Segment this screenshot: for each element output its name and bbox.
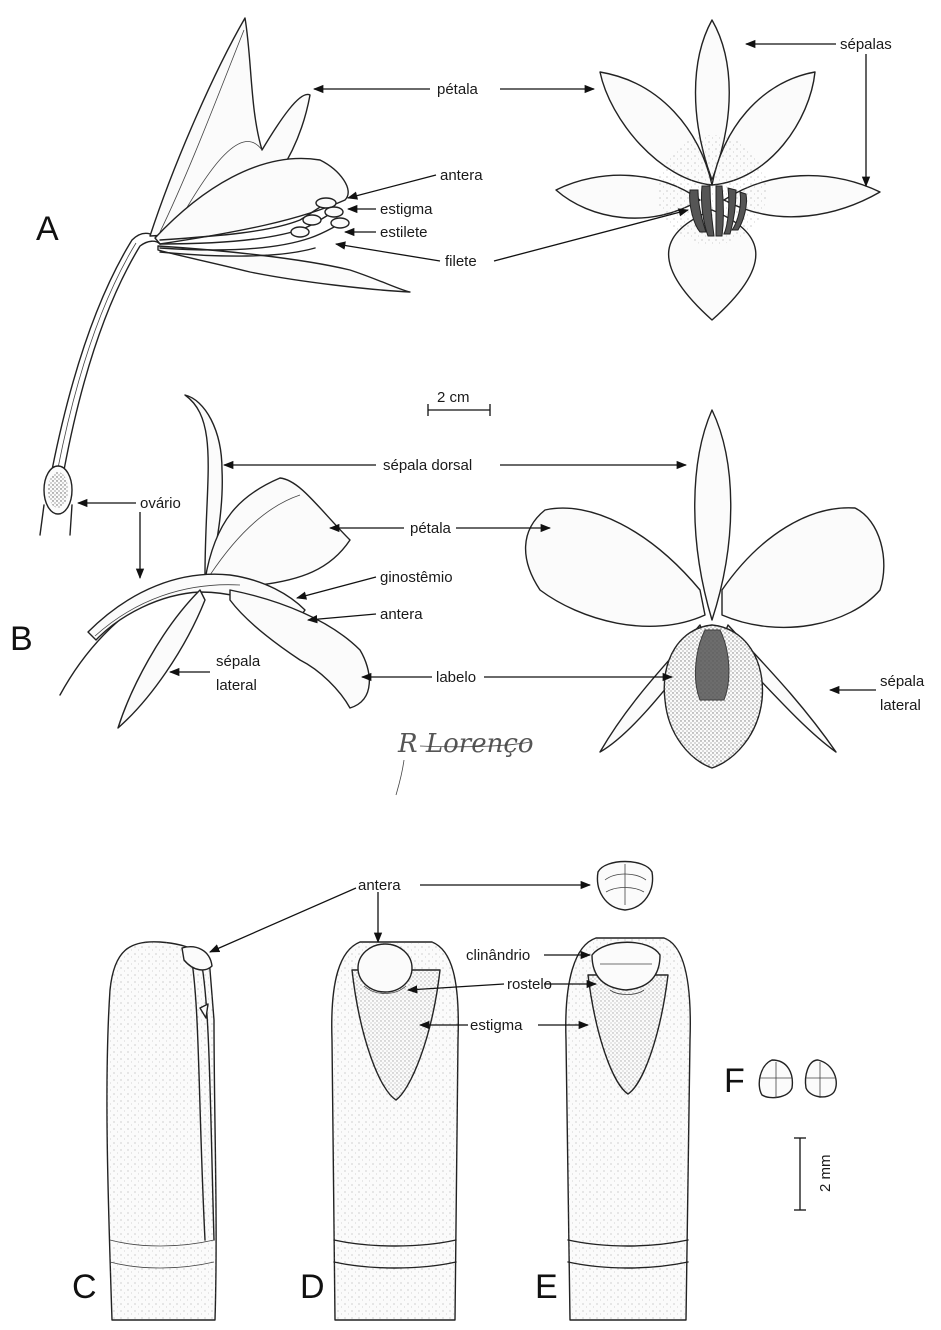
label-estigma-cde: estigma bbox=[470, 1017, 523, 1034]
pollinium-right bbox=[806, 1060, 837, 1098]
label-sepala-lateral-left-1: sépala bbox=[216, 653, 261, 670]
column-d-front-view bbox=[332, 942, 459, 1320]
label-estilete: estilete bbox=[380, 224, 428, 241]
petal-b-front-right bbox=[722, 508, 884, 628]
panel-label-e: E bbox=[535, 1268, 558, 1306]
panel-label-f: F bbox=[724, 1062, 745, 1100]
label-ovario: ovário bbox=[140, 495, 181, 512]
label-antera-b: antera bbox=[380, 606, 423, 623]
label-rostelo: rostelo bbox=[507, 976, 552, 993]
scale-bar-top: 2 cm bbox=[428, 389, 490, 416]
label-sepala-dorsal: sépala dorsal bbox=[383, 457, 472, 474]
label-sepala-lateral-right-2: lateral bbox=[880, 697, 921, 714]
orchid-b-front-view bbox=[526, 410, 884, 768]
anther-d bbox=[358, 944, 412, 992]
orchid-b-side-view bbox=[60, 395, 369, 728]
petal-b-front-left bbox=[526, 508, 705, 626]
label-sepala-lateral-right-1: sépala bbox=[880, 673, 925, 690]
column-c-side-view bbox=[107, 942, 216, 1320]
panel-label-c: C bbox=[72, 1268, 97, 1306]
scale-bar-bottom: 2 mm bbox=[794, 1138, 834, 1210]
panel-label-d: D bbox=[300, 1268, 325, 1306]
panel-label-a: A bbox=[36, 210, 59, 248]
signature-text: R Lorenço bbox=[397, 729, 534, 759]
label-filete: filete bbox=[445, 253, 477, 270]
petal-b-side bbox=[205, 478, 350, 585]
anther-cap-detached bbox=[597, 862, 652, 911]
label-antera-a: antera bbox=[440, 167, 483, 184]
petal-a-lower bbox=[158, 246, 410, 292]
label-petala-a: pétala bbox=[437, 81, 479, 98]
scale-bar-bottom-label: 2 mm bbox=[817, 1155, 834, 1193]
pollinia-f: F bbox=[724, 1060, 836, 1100]
label-antera-cde: antera bbox=[358, 877, 401, 894]
pollinium-left bbox=[759, 1060, 792, 1098]
label-ginostemio: ginostêmio bbox=[380, 569, 453, 586]
column-e-front-view bbox=[566, 862, 691, 1321]
label-sepala-lateral-left-2: lateral bbox=[216, 677, 257, 694]
label-sepalas: sépalas bbox=[840, 36, 892, 53]
panel-label-b: B bbox=[10, 620, 33, 658]
scale-bar-top-label: 2 cm bbox=[437, 389, 470, 406]
flower-a-front-view bbox=[556, 20, 880, 320]
label-clinandrio: clinândrio bbox=[466, 947, 530, 964]
label-labelo: labelo bbox=[436, 669, 476, 686]
label-petala-b: pétala bbox=[410, 520, 452, 537]
label-estigma-a: estigma bbox=[380, 201, 433, 218]
artist-signature: R Lorenço bbox=[396, 729, 534, 795]
flower-a-side-view bbox=[40, 18, 410, 535]
